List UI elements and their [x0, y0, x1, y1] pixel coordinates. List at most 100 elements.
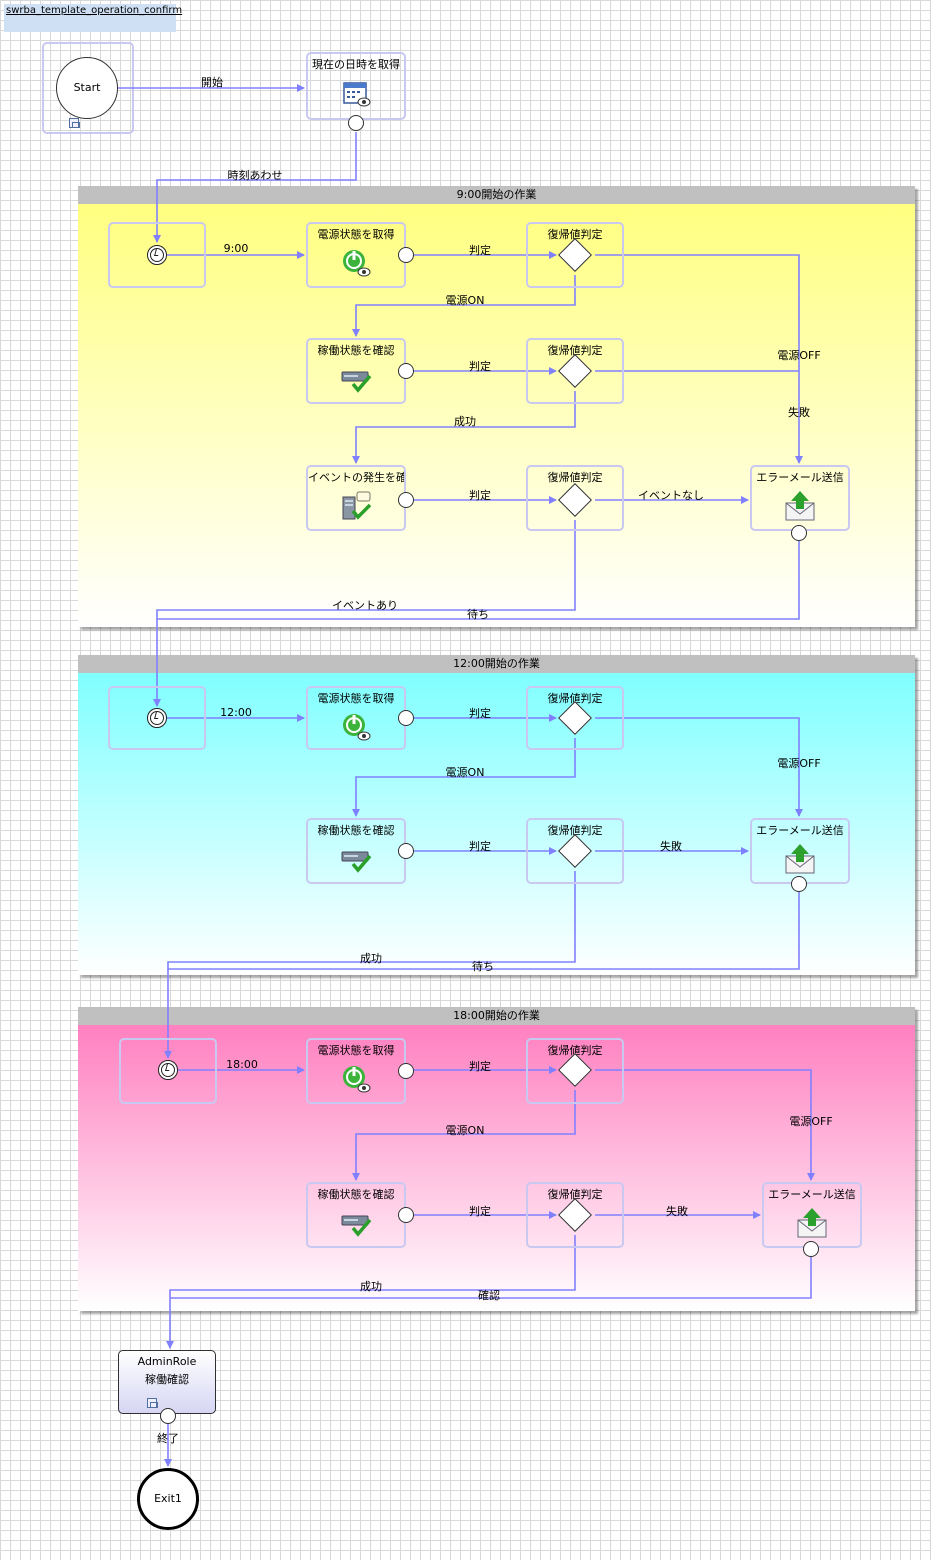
admin-role-task-label: 稼働確認	[145, 1373, 189, 1386]
edge-l3-success	[166, 1235, 576, 1349]
lane-18-00-header: 18:00開始の作業	[78, 1007, 915, 1025]
l3-operation-check-node[interactable]: 稼働状態を確認	[306, 1182, 406, 1248]
l1-judge1-node[interactable]: 復帰値判定	[526, 222, 624, 288]
edge-time-adjust	[153, 132, 357, 243]
l3-error-mail-label: エラーメール送信	[768, 1188, 856, 1201]
l2-timer-node[interactable]	[108, 686, 206, 750]
l2-operation-check-node[interactable]: 稼働状態を確認	[306, 818, 406, 884]
edge-label-start: 開始	[201, 76, 223, 89]
l1-judge3-label: 復帰値判定	[547, 471, 603, 484]
l2-power-get-label: 電源状態を取得	[317, 692, 395, 705]
l3-power-get-label: 電源状態を取得	[317, 1044, 395, 1057]
edge-l1-on	[352, 275, 576, 337]
l2-error-mail-port[interactable]	[791, 876, 807, 892]
clock-icon	[147, 245, 167, 265]
l3-operation-check-label: 稼働状態を確認	[317, 1188, 395, 1201]
l3-operation-check-port[interactable]	[398, 1207, 414, 1223]
edge-label-l1-noevent: イベントなし	[638, 489, 704, 502]
lane-9-00-body	[78, 204, 915, 627]
edge-label-l1-eventexists: イベントあり	[332, 599, 398, 612]
l2-power-get-node[interactable]: 電源状態を取得	[306, 686, 406, 750]
edge-label-l3-judge1: 判定	[469, 1060, 491, 1073]
mail-send-icon	[783, 489, 817, 523]
l1-event-check-port[interactable]	[398, 492, 414, 508]
edge-label-l3-off: 電源OFF	[789, 1115, 833, 1128]
edge-label-1800: 18:00	[226, 1058, 258, 1071]
event-server-check-icon	[339, 489, 373, 523]
l1-operation-check-node[interactable]: 稼働状態を確認	[306, 338, 406, 404]
lane-9-00: 9:00開始の作業	[78, 186, 915, 627]
l2-operation-check-label: 稼働状態を確認	[317, 824, 395, 837]
server-check-icon	[339, 1206, 373, 1240]
edge-label-l2-judge1: 判定	[469, 707, 491, 720]
l1-error-mail-port[interactable]	[791, 525, 807, 541]
l2-judge2-node[interactable]: 復帰値判定	[526, 818, 624, 884]
edge-l1-off	[595, 254, 803, 464]
edge-label-l3-fail: 失敗	[666, 1205, 688, 1218]
admin-role-node[interactable]: AdminRole 稼働確認	[118, 1350, 216, 1414]
lane-12-00-body	[78, 673, 915, 975]
power-eye-icon	[339, 1062, 373, 1096]
l3-power-get-port[interactable]	[398, 1063, 414, 1079]
exit-node[interactable]: Exit1	[137, 1468, 199, 1530]
l2-power-get-port[interactable]	[398, 710, 414, 726]
l3-power-get-node[interactable]: 電源状態を取得	[306, 1038, 406, 1104]
lane-9-00-header: 9:00開始の作業	[78, 186, 915, 204]
l1-power-get-port[interactable]	[398, 247, 414, 263]
start-node[interactable]: Start	[56, 57, 118, 119]
clock-icon	[158, 1060, 178, 1080]
edge-label-1200: 12:00	[220, 706, 252, 719]
l3-judge2-label: 復帰値判定	[547, 1188, 603, 1201]
server-check-icon	[339, 362, 373, 396]
get-datetime-node[interactable]: 現在の日時を取得	[306, 52, 406, 120]
l3-timer-node[interactable]	[119, 1038, 217, 1104]
edge-label-l1-success: 成功	[454, 415, 476, 428]
admin-role-port[interactable]	[160, 1408, 176, 1424]
admin-role-label: AdminRole	[137, 1355, 197, 1368]
l1-event-check-label: イベントの発生を確...	[308, 471, 404, 484]
get-datetime-port[interactable]	[348, 115, 364, 131]
l1-event-check-node[interactable]: イベントの発生を確...	[306, 465, 406, 531]
l3-judge1-label: 復帰値判定	[547, 1044, 603, 1057]
subprocess-icon	[69, 118, 80, 128]
edge-l1-eventexists	[153, 520, 576, 707]
l1-operation-check-port[interactable]	[398, 363, 414, 379]
l3-judge1-node[interactable]: 復帰値判定	[526, 1038, 624, 1104]
l1-judge1-label: 復帰値判定	[547, 228, 603, 241]
l1-judge2-node[interactable]: 復帰値判定	[526, 338, 624, 404]
l2-judge1-node[interactable]: 復帰値判定	[526, 686, 624, 750]
edge-l3-off	[595, 1069, 815, 1181]
edge-label-l2-success: 成功	[360, 952, 382, 965]
l1-judge3-node[interactable]: 復帰値判定	[526, 465, 624, 531]
l3-error-mail-port[interactable]	[803, 1241, 819, 1257]
edge-label-l1-on: 電源ON	[445, 294, 485, 307]
lane-12-00: 12:00開始の作業	[78, 655, 915, 975]
exit-label: Exit1	[154, 1492, 182, 1505]
diagram-title-tab[interactable]: swrba_template_operation_confirm	[4, 4, 182, 32]
l1-power-get-node[interactable]: 電源状態を取得	[306, 222, 406, 288]
start-label: Start	[73, 81, 101, 94]
edge-label-end: 終了	[157, 1432, 179, 1445]
edge-label-l1-judge2: 判定	[469, 360, 491, 373]
power-eye-icon	[339, 246, 373, 280]
edge-label-l2-judge2: 判定	[469, 840, 491, 853]
l2-operation-check-port[interactable]	[398, 843, 414, 859]
edge-label-l3-on: 電源ON	[445, 1124, 485, 1137]
mail-send-icon	[783, 842, 817, 876]
l3-judge2-node[interactable]: 復帰値判定	[526, 1182, 624, 1248]
l1-power-get-label: 電源状態を取得	[317, 228, 395, 241]
l2-error-mail-node[interactable]: エラーメール送信	[750, 818, 850, 884]
edge-l1-wait	[157, 541, 800, 620]
l2-error-mail-label: エラーメール送信	[756, 824, 844, 837]
edge-l3-confirm	[170, 1257, 812, 1299]
l1-operation-check-label: 稼働状態を確認	[317, 344, 395, 357]
edge-l2-on	[352, 738, 576, 817]
clock-icon	[147, 708, 167, 728]
l1-timer-node[interactable]	[108, 222, 206, 288]
l2-judge2-label: 復帰値判定	[547, 824, 603, 837]
edge-l3-on	[352, 1090, 576, 1181]
l3-error-mail-node[interactable]: エラーメール送信	[762, 1182, 862, 1248]
l1-judge2-label: 復帰値判定	[547, 344, 603, 357]
l1-error-mail-node[interactable]: エラーメール送信	[750, 465, 850, 531]
